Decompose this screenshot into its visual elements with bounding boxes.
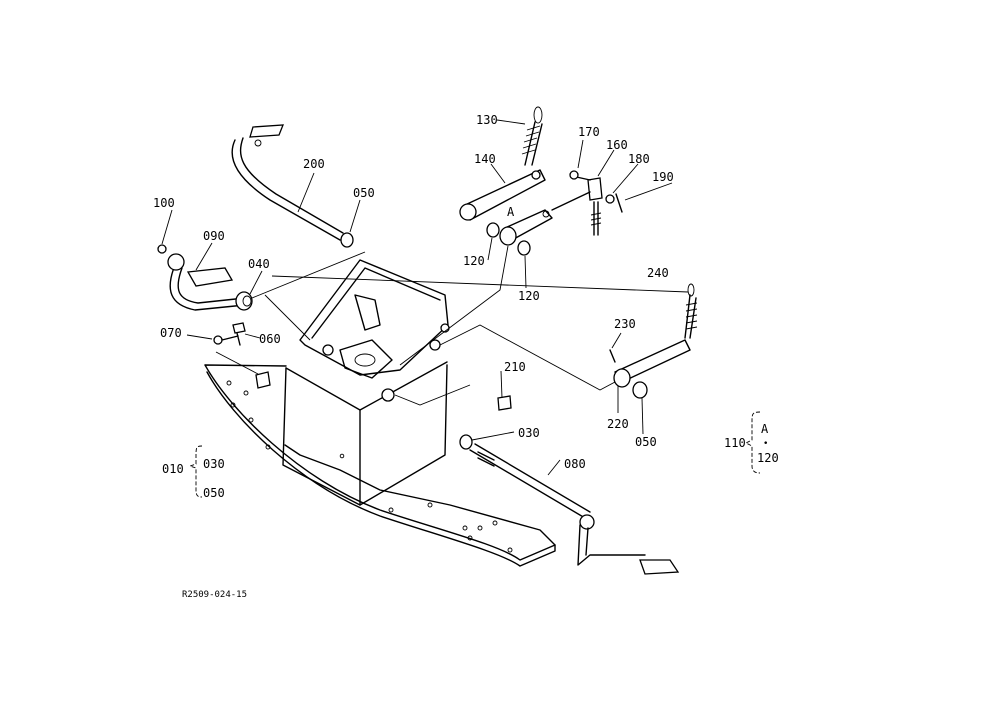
upper-bracket [299, 259, 450, 402]
label-060: 060 [259, 332, 281, 346]
label-080: 080 [564, 457, 586, 471]
bushing-120-right [517, 240, 531, 256]
label-200: 200 [303, 157, 325, 171]
label-210: 210 [504, 360, 526, 374]
label-120-legend: 120 [757, 451, 779, 465]
rod-080 [459, 434, 680, 575]
brace-010 [188, 445, 203, 498]
bracket-clip [255, 371, 271, 389]
label-220: 220 [607, 417, 629, 431]
label-190: 190 [652, 170, 674, 184]
bushing-120-left [486, 222, 500, 238]
pedal-box-housing [282, 361, 448, 506]
label-030: 030 [203, 457, 225, 471]
label-170: 170 [578, 125, 600, 139]
drawing-number: R2509-024-15 [182, 590, 247, 600]
link-arm-a [499, 209, 553, 246]
label-240: 240 [647, 266, 669, 280]
label-230: 230 [614, 317, 636, 331]
label-a-legend: A [761, 422, 769, 436]
bolt-070 [213, 335, 239, 345]
bolt-210 [497, 395, 512, 411]
label-110: 110 [724, 436, 746, 450]
label-120-right: 120 [518, 289, 540, 303]
label-a-detail: A [507, 205, 515, 219]
brace-110 [744, 411, 761, 474]
bushing-040 [235, 291, 253, 311]
label-090: 090 [203, 229, 225, 243]
clevis-assembly [551, 170, 623, 236]
label-030-rod: 030 [518, 426, 540, 440]
label-130: 130 [476, 113, 498, 127]
right-linkage [609, 283, 698, 399]
label-040: 040 [248, 257, 270, 271]
label-010: 010 [162, 462, 184, 476]
label-100: 100 [153, 196, 175, 210]
bolt-060 [232, 322, 246, 346]
label-050: 050 [203, 486, 225, 500]
legend-dot: • [763, 439, 768, 449]
label-160: 160 [606, 138, 628, 152]
label-070: 070 [160, 326, 182, 340]
pedal-090 [157, 244, 246, 311]
label-180: 180 [628, 152, 650, 166]
label-050-top: 050 [353, 186, 375, 200]
label-050-right: 050 [635, 435, 657, 449]
leader-lines [161, 119, 689, 476]
label-140: 140 [474, 152, 496, 166]
linkage-140 [459, 106, 546, 221]
base-plate [204, 364, 556, 567]
label-120-left: 120 [463, 254, 485, 268]
labels: 100 090 040 200 050 070 060 130 140 170 … [153, 113, 779, 600]
pedal-arm-200 [231, 124, 354, 248]
